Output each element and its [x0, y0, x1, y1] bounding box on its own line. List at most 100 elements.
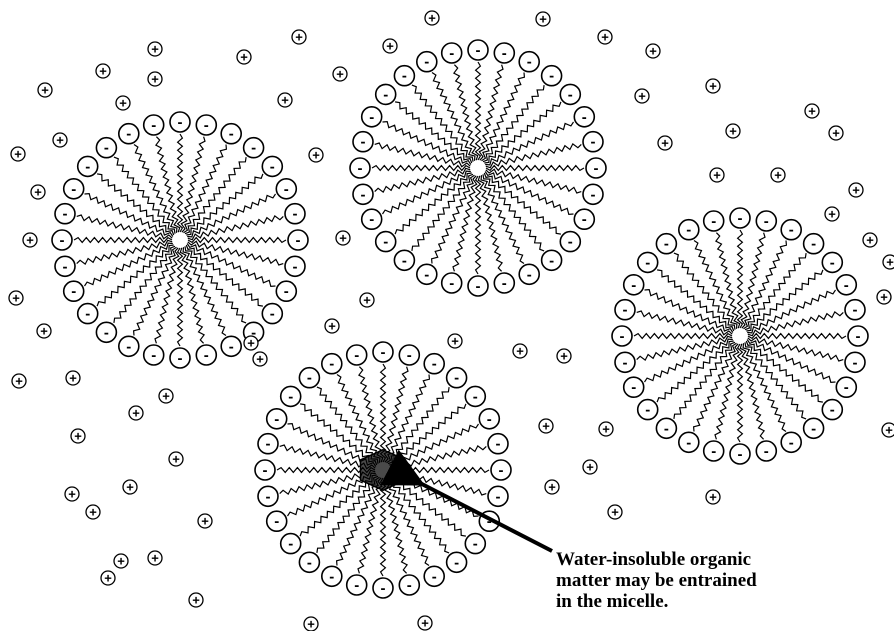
plus-sign: + [68, 487, 76, 502]
counter-ion: + [883, 255, 894, 270]
plus-sign: + [69, 371, 77, 386]
anionic-head-group: - [353, 132, 373, 152]
plus-sign: + [119, 96, 127, 111]
counter-ion: + [425, 11, 439, 26]
minus-sign: - [454, 370, 459, 387]
minus-sign: - [63, 258, 68, 275]
minus-sign: - [402, 252, 407, 269]
plus-sign: + [104, 571, 112, 586]
plus-sign: + [611, 505, 619, 520]
counter-ion: + [608, 505, 622, 520]
plus-sign: + [336, 67, 344, 82]
hydrocarbon-tail [178, 134, 183, 232]
anionic-head-group: - [730, 208, 750, 228]
plus-sign: + [40, 324, 48, 339]
anionic-head-group: - [424, 354, 444, 374]
minus-sign: - [383, 234, 388, 251]
counter-ion: + [123, 480, 137, 495]
minus-sign: - [63, 206, 68, 223]
plus-sign: + [539, 12, 547, 27]
anionic-head-group: - [350, 158, 370, 178]
plus-sign: + [638, 89, 646, 104]
minus-sign: - [527, 54, 532, 71]
caption-line-1: Water-insoluble organic [556, 549, 876, 570]
plus-sign: + [256, 352, 264, 367]
minus-sign: - [620, 328, 625, 345]
anionic-head-group: - [586, 158, 606, 178]
anionic-head-group: - [394, 250, 414, 270]
minus-sign: - [293, 258, 298, 275]
hydrocarbon-tail [74, 238, 172, 243]
anionic-head-group: - [258, 486, 278, 506]
anionic-head-group: - [417, 52, 437, 72]
anionic-head-group: - [281, 534, 301, 554]
anionic-head-group: - [447, 552, 467, 572]
anionic-head-group: - [55, 256, 75, 276]
hydrocarbon-tail [85, 194, 173, 237]
hydrocarbon-tail [384, 367, 408, 463]
plus-sign: + [428, 11, 436, 26]
anionic-head-group: - [221, 124, 241, 144]
anionic-head-group: - [276, 281, 296, 301]
minus-sign: - [853, 302, 858, 319]
hydrocarbon-tail [476, 176, 481, 274]
counter-ion: + [539, 419, 553, 434]
counter-ion: + [278, 93, 292, 108]
minus-sign: - [645, 402, 650, 419]
organic-matter-caption: Water-insoluble organic matter may be en… [556, 549, 876, 612]
minus-sign: - [789, 222, 794, 239]
minus-sign: - [502, 45, 507, 62]
anionic-head-group: - [347, 575, 367, 595]
minus-sign: - [329, 568, 334, 585]
plus-sign: + [713, 168, 721, 183]
minus-sign: - [178, 114, 183, 131]
minus-sign: - [738, 446, 743, 463]
counter-ion: + [23, 233, 37, 248]
minus-sign: - [496, 436, 501, 453]
plus-sign: + [363, 293, 371, 308]
anionic-head-group: - [704, 441, 724, 461]
hydrocarbon-tail [747, 340, 835, 383]
counter-ion: + [545, 480, 559, 495]
anionic-head-group: - [196, 345, 216, 365]
minus-sign: - [71, 283, 76, 300]
anionic-head-group: - [144, 345, 164, 365]
anionic-head-group: - [262, 304, 282, 324]
anionic-head-group: - [583, 132, 603, 152]
counter-ion: + [849, 183, 863, 198]
minus-sign: - [853, 354, 858, 371]
anionic-head-group: - [656, 418, 676, 438]
anionic-head-group: - [442, 273, 462, 293]
anionic-head-group: - [468, 276, 488, 296]
hydrocarbon-tail [748, 334, 846, 339]
anionic-head-group: - [494, 273, 514, 293]
minus-sign: - [296, 232, 301, 249]
counter-ion: + [829, 126, 843, 141]
minus-sign: - [104, 324, 109, 341]
minus-sign: - [126, 126, 131, 143]
plus-sign: + [26, 233, 34, 248]
hydrocarbon-tail [645, 290, 733, 333]
anionic-head-group: - [465, 534, 485, 554]
anionic-head-group: - [170, 348, 190, 368]
plus-sign: + [295, 30, 303, 45]
counter-ion: + [448, 334, 462, 349]
plus-sign: + [516, 344, 524, 359]
minus-sign: - [407, 347, 412, 364]
anionic-head-group: - [519, 52, 539, 72]
caption-line-3: in the micelle. [556, 591, 876, 612]
counter-ion: + [771, 168, 785, 183]
hydrocarbon-tail [77, 215, 173, 239]
plus-sign: + [852, 183, 860, 198]
plus-sign: + [560, 349, 568, 364]
anionic-head-group: - [362, 107, 382, 127]
anionic-head-group: - [373, 578, 393, 598]
minus-sign: - [274, 513, 279, 530]
hydrocarbon-tail [715, 344, 739, 440]
counter-ion: + [513, 344, 527, 359]
minus-sign: - [204, 347, 209, 364]
hydrocarbon-tail [178, 248, 183, 346]
plus-sign: + [602, 422, 610, 437]
minus-sign: - [582, 109, 587, 126]
minus-sign: - [284, 181, 289, 198]
